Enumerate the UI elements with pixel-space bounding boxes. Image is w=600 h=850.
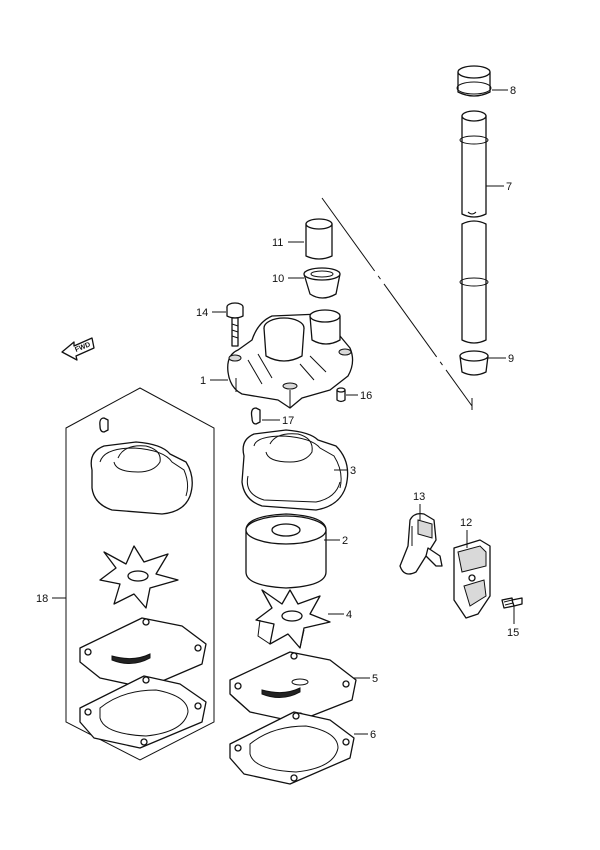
callout-leaders (52, 89, 515, 735)
part-11-sleeve (305, 218, 333, 260)
part-15-screw (501, 597, 523, 609)
callout-6: 6 (370, 729, 376, 741)
callout-15: 15 (507, 627, 519, 639)
part-7-water-tube (459, 110, 489, 344)
fwd-arrow-icon: FWD (61, 337, 95, 361)
callout-9: 9 (508, 353, 514, 365)
part-17-key (250, 407, 261, 425)
callout-11: 11 (272, 237, 283, 249)
part-6-gasket (229, 711, 355, 785)
callout-7: 7 (506, 181, 512, 193)
callout-18: 18 (36, 593, 48, 605)
part-14-bolt (226, 302, 244, 347)
part-12-cover (453, 539, 491, 619)
part-5-pump-plate (229, 651, 357, 723)
part-9-grommet (459, 350, 489, 376)
callout-10: 10 (272, 273, 284, 285)
callout-3: 3 (350, 465, 356, 477)
callout-17: 17 (282, 415, 294, 427)
callout-14: 14 (196, 307, 208, 319)
callout-1: 1 (200, 375, 206, 387)
callout-4: 4 (346, 609, 352, 621)
callout-2: 2 (342, 535, 348, 547)
part-16-pin (336, 387, 346, 403)
callout-5: 5 (372, 673, 378, 685)
callout-numbers: 8 7 9 11 10 14 1 16 17 3 2 4 5 6 13 12 1… (36, 85, 519, 741)
part-18-repair-kit-frame (65, 387, 215, 761)
part-10-bushing (303, 267, 341, 299)
part-1-pump-case (227, 309, 354, 409)
part-2-liner (245, 513, 327, 589)
part-13-water-plug (399, 512, 443, 575)
callout-8: 8 (510, 85, 516, 97)
callout-12: 12 (460, 517, 472, 529)
part-4-impeller (255, 589, 331, 649)
part-8-grommet (456, 65, 492, 97)
callout-16: 16 (360, 390, 372, 402)
part-3-seal-ring (241, 429, 349, 511)
assembly-reference-line (321, 197, 473, 407)
callout-13: 13 (413, 491, 425, 503)
